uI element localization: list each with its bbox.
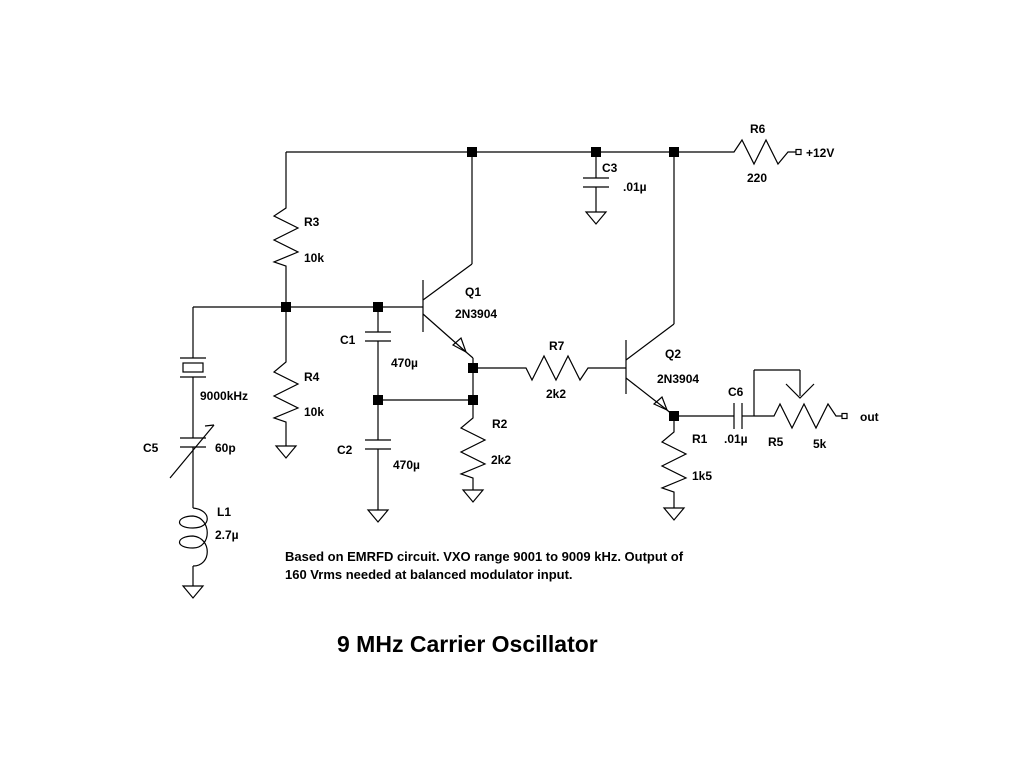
diagram-title: 9 MHz Carrier Oscillator xyxy=(337,631,598,657)
supply-rail xyxy=(286,138,802,166)
c2-value: 470µ xyxy=(393,458,420,472)
c1-capacitor xyxy=(365,307,391,400)
r4-value: 10k xyxy=(304,405,324,419)
c2-label: C2 xyxy=(337,443,353,457)
c1-label: C1 xyxy=(340,333,356,347)
r3-value: 10k xyxy=(304,251,324,265)
r5-potentiometer xyxy=(753,369,848,430)
r2-label: R2 xyxy=(492,417,508,431)
c3-label: C3 xyxy=(602,161,618,175)
c5-value: 60p xyxy=(215,441,236,455)
l1-label: L1 xyxy=(217,505,231,519)
r6-value: 220 xyxy=(747,171,767,185)
note-line-1: Based on EMRFD circuit. VXO range 9001 t… xyxy=(285,549,684,564)
crystal xyxy=(180,307,206,438)
r7-label: R7 xyxy=(549,339,565,353)
r7-value: 2k2 xyxy=(546,387,566,401)
q2-part: 2N3904 xyxy=(657,372,699,386)
out-label: out xyxy=(860,410,879,424)
q2-label: Q2 xyxy=(665,347,681,361)
crystal-frequency: 9000kHz xyxy=(200,389,248,403)
l1-value: 2.7µ xyxy=(215,528,239,542)
c6-value: .01µ xyxy=(724,432,748,446)
q2-transistor xyxy=(625,152,675,417)
c3-capacitor xyxy=(583,152,609,225)
l1-inductor xyxy=(178,507,208,599)
feedback-node xyxy=(373,395,478,405)
r7-resistor xyxy=(473,354,626,382)
r5-label: R5 xyxy=(768,435,784,449)
r2-resistor xyxy=(459,400,487,503)
q1-label: Q1 xyxy=(465,285,481,299)
r5-value: 5k xyxy=(813,437,827,451)
c5-label: C5 xyxy=(143,441,159,455)
c1-value: 470µ xyxy=(391,356,418,370)
supply-label: +12V xyxy=(806,146,834,160)
q1-transistor xyxy=(422,152,474,400)
note-line-2: 160 Vrms needed at balanced modulator in… xyxy=(285,567,573,582)
component-labels: R6 220 +12V C3 .01µ R3 10k Q1 2N3904 C1 … xyxy=(143,122,879,542)
c6-capacitor xyxy=(674,403,754,429)
base-node-wiring xyxy=(193,302,423,312)
r1-value: 1k5 xyxy=(692,469,712,483)
c6-label: C6 xyxy=(728,385,744,399)
c2-capacitor xyxy=(365,400,391,523)
r4-label: R4 xyxy=(304,370,320,384)
r1-resistor xyxy=(660,416,688,521)
r3-label: R3 xyxy=(304,215,320,229)
c3-value: .01µ xyxy=(623,180,647,194)
r4-resistor xyxy=(272,307,300,459)
r1-label: R1 xyxy=(692,432,708,446)
q1-part: 2N3904 xyxy=(455,307,497,321)
r2-value: 2k2 xyxy=(491,453,511,467)
r3-resistor xyxy=(272,152,300,307)
r6-label: R6 xyxy=(750,122,766,136)
c5-variable-capacitor xyxy=(169,424,215,508)
